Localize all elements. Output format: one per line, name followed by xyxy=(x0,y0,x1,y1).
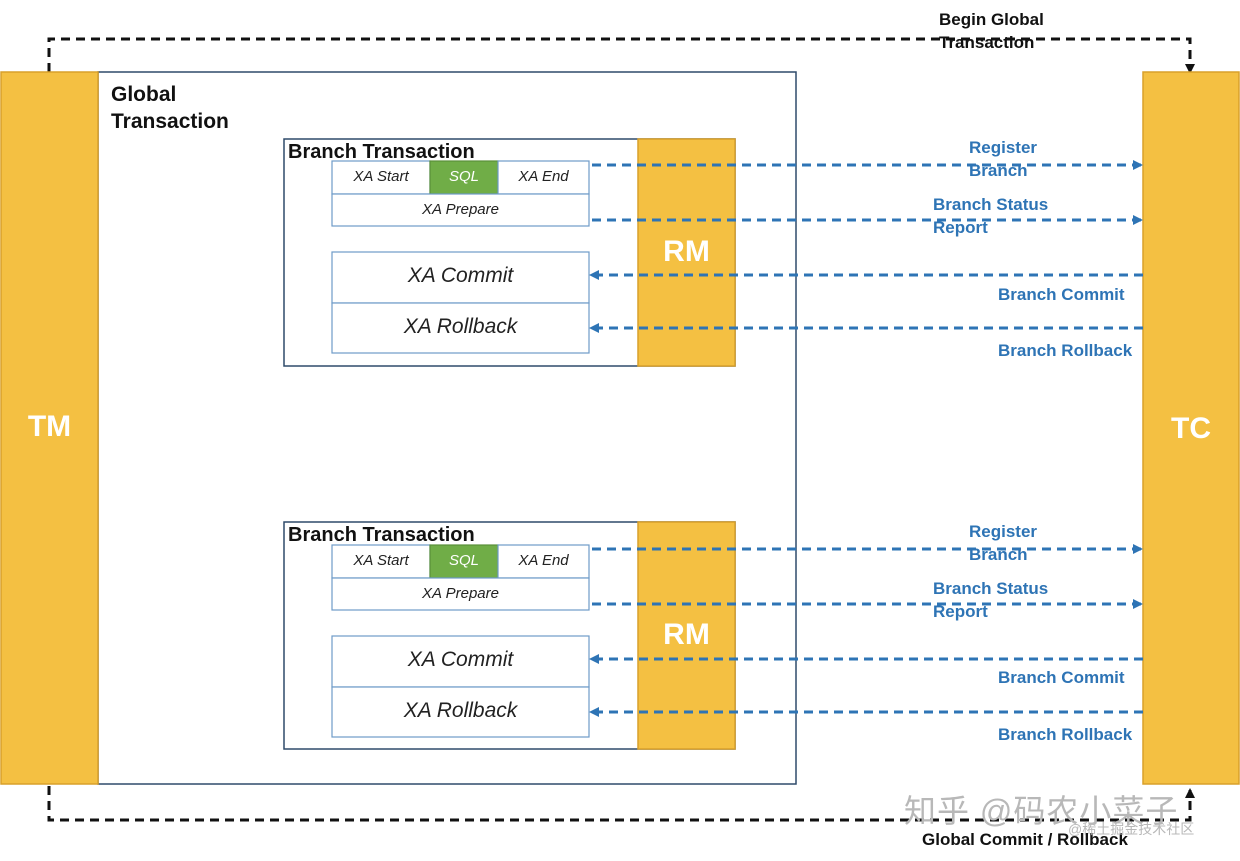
sql-label-2: SQL xyxy=(448,552,479,569)
tc-label: TC xyxy=(1171,412,1211,445)
xa-prepare-label-1: XA Prepare xyxy=(422,201,499,218)
begin-global-label: Begin Global Transaction xyxy=(939,10,1044,52)
status-report-label-2: Branch Status Report xyxy=(933,579,1049,621)
status-report-label-1: Branch Status Report xyxy=(933,195,1049,237)
global-commit-arrow xyxy=(47,786,1195,822)
watermark-sub: @稀土掘金技术社区 xyxy=(1068,821,1195,837)
branch-rollback-label-1: Branch Rollback xyxy=(998,341,1133,360)
xa-rollback-label-2: XA Rollback xyxy=(403,699,518,722)
rm-label-2: RM xyxy=(663,618,710,651)
xa-rollback-label-1: XA Rollback xyxy=(403,315,518,338)
xa-start-label-2: XA Start xyxy=(353,552,409,569)
xa-start-cell-1 xyxy=(331,160,431,195)
branch-title-1: Branch Transaction xyxy=(288,141,475,163)
branch-title-2: Branch Transaction xyxy=(288,524,475,546)
tm-label: TM xyxy=(27,410,72,443)
xa-rollback-cell-1 xyxy=(331,302,590,354)
xa-end-cell-2 xyxy=(497,544,590,579)
register-branch-label-2: Register Branch xyxy=(969,522,1038,564)
sql-cell-1 xyxy=(429,160,499,195)
global-transaction-label: Global Transaction xyxy=(111,83,229,133)
xa-end-label-2: XA End xyxy=(518,552,569,569)
tm-box xyxy=(0,71,99,785)
xa-end-cell-1 xyxy=(497,160,590,195)
branch-rollback-label-2: Branch Rollback xyxy=(998,725,1133,744)
rm-label-1: RM xyxy=(663,235,710,268)
xa-rollback-cell-2 xyxy=(331,686,590,738)
xa-prepare-cell-1 xyxy=(331,193,590,227)
global-commit-label: Global Commit / Rollback xyxy=(922,830,1128,849)
branch-commit-label-2: Branch Commit xyxy=(998,668,1125,687)
xa-commit-label-1: XA Commit xyxy=(407,264,514,287)
watermark: 知乎 @码农小菜子 xyxy=(904,793,1179,829)
xa-prepare-label-2: XA Prepare xyxy=(422,585,499,602)
xa-start-label-1: XA Start xyxy=(353,168,409,185)
begin-global-arrow xyxy=(47,37,1195,74)
sql-label-1: SQL xyxy=(448,168,479,185)
xa-commit-label-2: XA Commit xyxy=(407,648,514,671)
xa-commit-cell-1 xyxy=(331,251,590,304)
branch-commit-label-1: Branch Commit xyxy=(998,285,1125,304)
xa-start-cell-2 xyxy=(331,544,431,579)
xa-end-label-1: XA End xyxy=(518,168,569,185)
register-branch-label-1: Register Branch xyxy=(969,138,1038,180)
tc-box xyxy=(1142,71,1240,785)
xa-commit-cell-2 xyxy=(331,635,590,688)
xa-prepare-cell-2 xyxy=(331,577,590,611)
sql-cell-2 xyxy=(429,544,499,579)
